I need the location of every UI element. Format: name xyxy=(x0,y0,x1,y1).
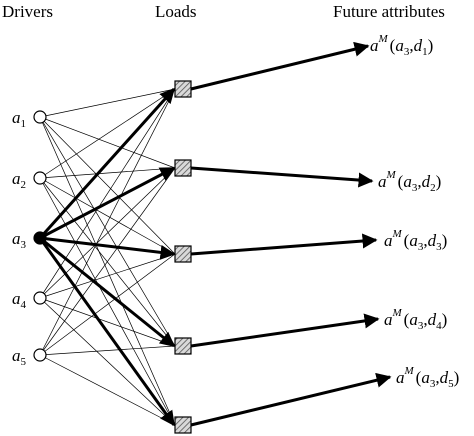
driver-node-2 xyxy=(33,171,47,185)
edge-driver-4-load-5 xyxy=(39,297,176,426)
driver-label-2: a2 xyxy=(12,169,26,191)
outcome-arrow-2 xyxy=(190,166,374,188)
edge-driver-5-load-2 xyxy=(39,167,176,356)
selected-driver-edges xyxy=(38,87,176,427)
load-outcome-arrows xyxy=(190,41,392,427)
driver-node-5 xyxy=(33,348,47,362)
edge-driver-4-load-3 xyxy=(39,253,176,299)
driver-label-3: a3 xyxy=(12,229,27,251)
bold-edge-load-3 xyxy=(39,236,176,260)
edge-driver-1-load-1 xyxy=(39,88,176,118)
outcome-labels: aM(a3,d1) aM(a3,d2) aM(a3,d3) aM(a3,d4) aM(a… xyxy=(370,33,459,390)
bold-edge-load-4 xyxy=(39,236,176,348)
future-attributes-header: Future attributes xyxy=(333,2,445,21)
edge-driver-4-load-2 xyxy=(39,167,176,299)
loads-header: Loads xyxy=(155,2,197,21)
bold-edge-load-5 xyxy=(38,237,176,427)
edge-driver-5-load-3 xyxy=(39,253,176,356)
edge-driver-1-load-5 xyxy=(39,116,176,426)
edge-driver-5-load-1 xyxy=(39,88,176,356)
load-node-4 xyxy=(174,337,192,355)
drivers-header: Drivers xyxy=(2,2,53,21)
driver-nodes xyxy=(33,110,47,362)
load-node-2 xyxy=(174,159,192,177)
bold-edge-load-2 xyxy=(39,166,176,240)
driver-labels: a1 a2 a3 a4 a5 xyxy=(12,108,27,368)
outcome-label-1: aM(a3,d1) xyxy=(370,33,433,58)
edge-driver-5-load-5 xyxy=(39,354,176,426)
edge-driver-2-load-1 xyxy=(39,88,176,179)
edge-driver-4-load-4 xyxy=(39,297,176,347)
outcome-arrow-1 xyxy=(190,41,370,91)
driver-node-3 xyxy=(33,231,47,245)
load-node-5 xyxy=(174,416,192,434)
driver-label-4: a4 xyxy=(12,289,27,311)
edge-driver-5-load-4 xyxy=(39,345,176,356)
outcome-label-2: aM(a3,d2) xyxy=(378,169,441,194)
load-nodes xyxy=(174,80,192,434)
edge-driver-4-load-1 xyxy=(39,88,176,299)
edge-driver-1-load-4 xyxy=(39,116,176,347)
driver-node-4 xyxy=(33,291,47,305)
edge-driver-2-load-5 xyxy=(39,177,176,426)
edge-driver-2-load-2 xyxy=(39,167,176,179)
outcome-arrow-5 xyxy=(190,372,392,427)
driver-label-5: a5 xyxy=(12,346,27,368)
bold-edge-load-1 xyxy=(38,87,176,240)
outcome-arrow-3 xyxy=(190,233,378,256)
outcome-label-5: aM(a3,d5) xyxy=(396,365,459,390)
outcome-label-3: aM(a3,d3) xyxy=(384,228,447,253)
driver-node-1 xyxy=(33,110,47,124)
edge-driver-1-load-2 xyxy=(39,116,176,169)
edge-driver-2-load-3 xyxy=(39,177,176,255)
load-node-1 xyxy=(174,80,192,98)
driver-label-1: a1 xyxy=(12,108,26,130)
outcome-arrow-4 xyxy=(190,313,380,348)
driver-load-thin-edges xyxy=(39,88,176,426)
edge-driver-1-load-3 xyxy=(39,116,176,255)
outcome-label-4: aM(a3,d4) xyxy=(384,307,447,332)
load-node-3 xyxy=(174,245,192,263)
